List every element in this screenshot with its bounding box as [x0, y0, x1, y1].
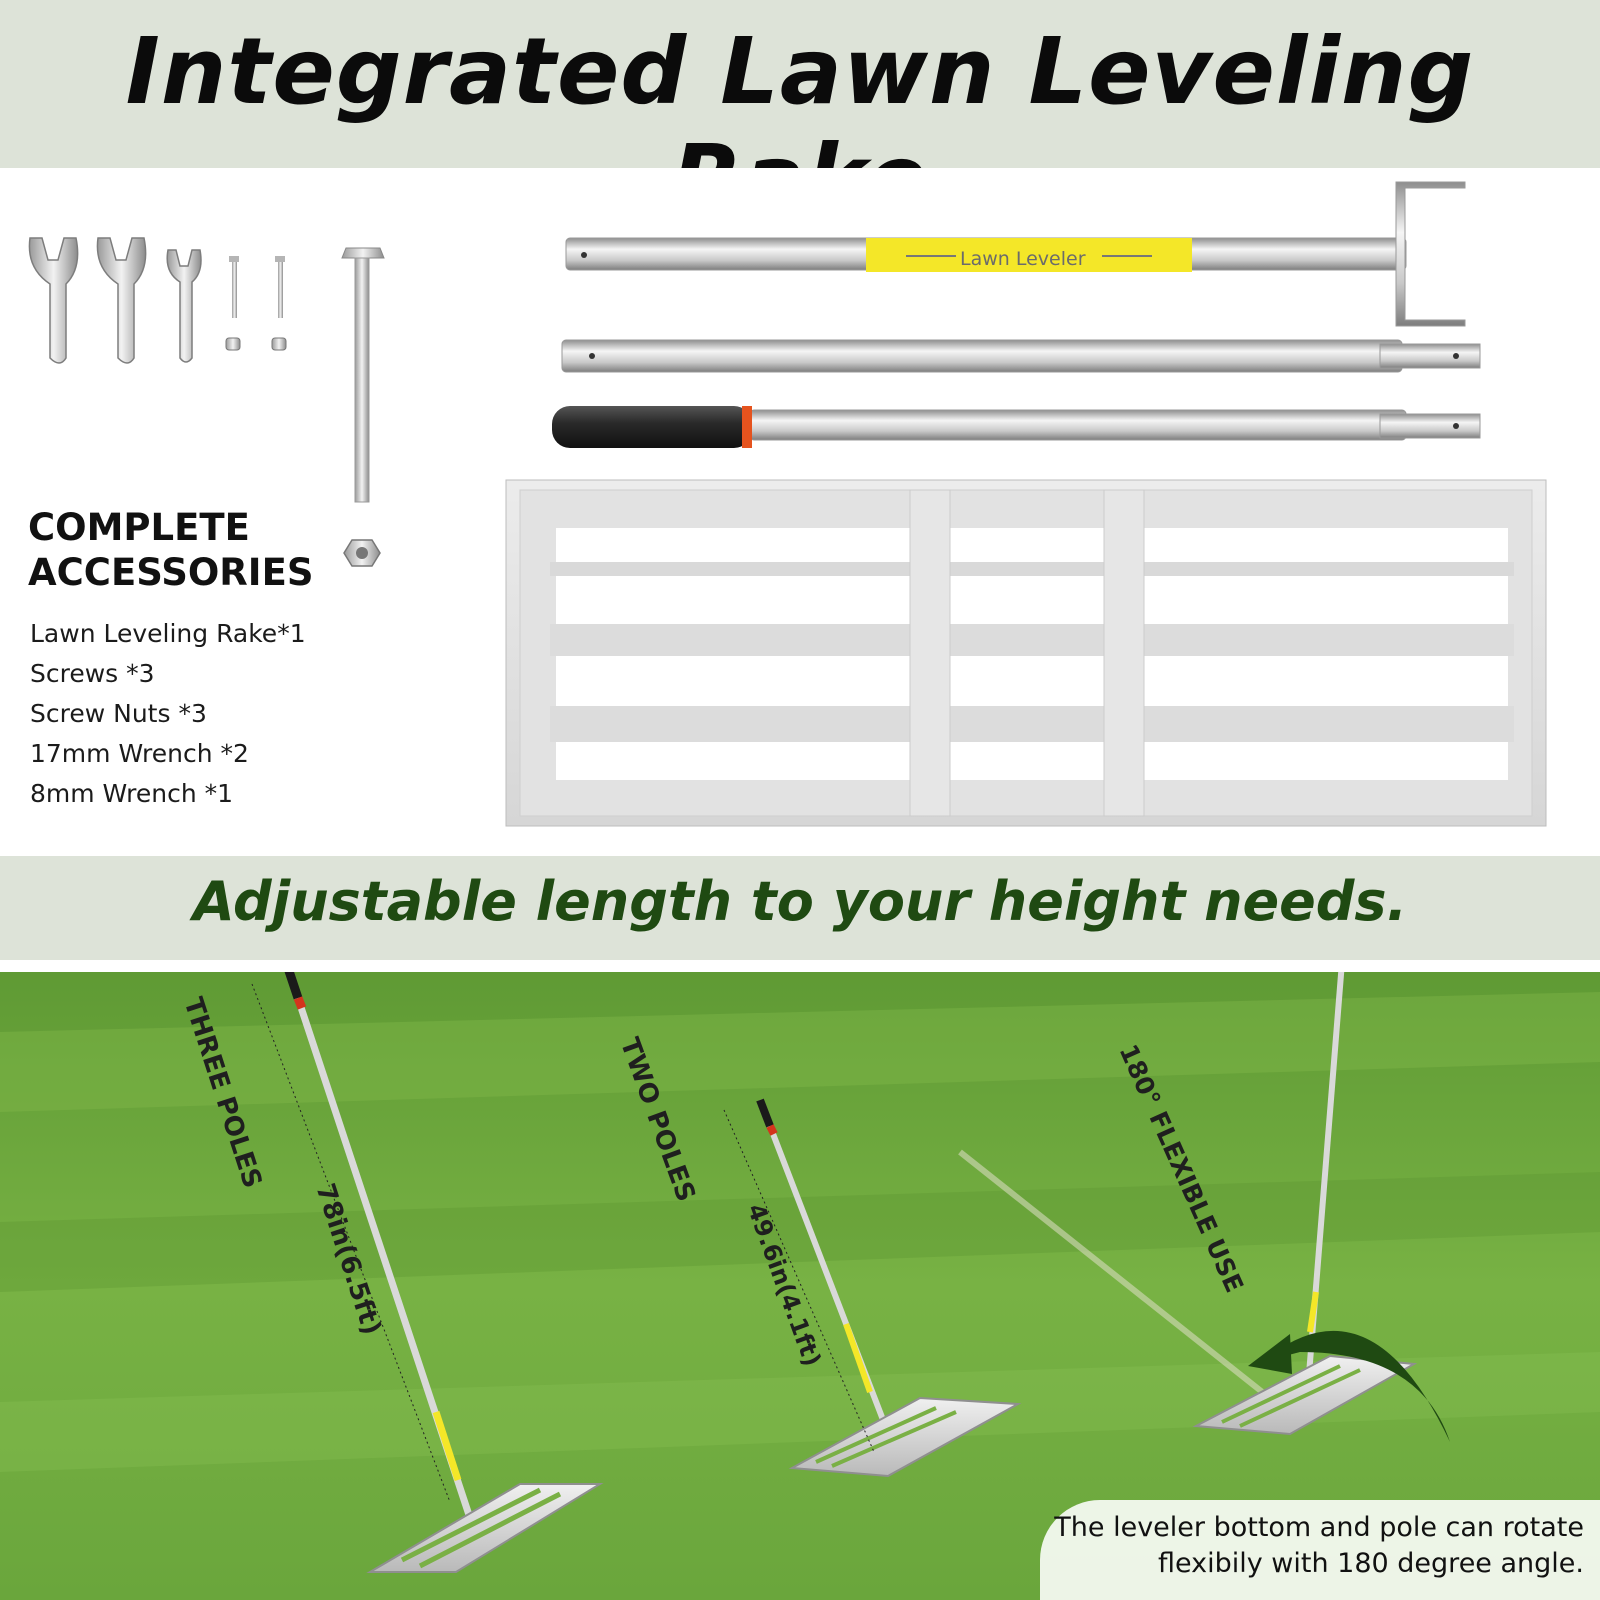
rotation-arrow-icon	[1248, 1330, 1450, 1442]
accessories-heading-line2: ACCESSORIES	[28, 551, 314, 594]
wrench-icon	[96, 237, 147, 364]
screw-icon	[271, 256, 287, 351]
bottom-pole-with-grip	[552, 406, 1481, 448]
rake-two-poles	[756, 1098, 1022, 1478]
accessory-item: 17mm Wrench *2	[30, 739, 249, 768]
middle-pole	[561, 339, 1481, 373]
rake-parts-illustration	[505, 181, 1547, 827]
length-banner	[0, 856, 1600, 960]
small-wrench-icon	[166, 249, 202, 363]
accessory-item: Screws *3	[30, 659, 155, 688]
rake-head	[505, 479, 1547, 827]
page-title: Integrated Lawn Leveling Rake	[125, 18, 1475, 232]
caption-box: The leveler bottom and pole can rotate f…	[1040, 1500, 1600, 1600]
accessories-heading: COMPLETE ACCESSORIES	[28, 505, 314, 595]
wrench-icon	[28, 237, 79, 364]
accessory-parts-illustration	[28, 237, 385, 567]
caption-line-1: The leveler bottom and pole can rotate	[1054, 1512, 1584, 1543]
screw-icon	[225, 256, 241, 351]
caption-text: The leveler bottom and pole can rotate f…	[1054, 1510, 1584, 1582]
accessory-item: Screw Nuts *3	[30, 699, 207, 728]
lawn-scene	[0, 972, 1600, 1600]
lawn-leveler-label	[866, 238, 1192, 272]
rake-three-poles	[284, 972, 604, 1573]
accessories-heading-line1: COMPLETE	[28, 506, 250, 549]
title-band	[0, 0, 1600, 168]
two-poles-measure-line	[723, 1109, 875, 1453]
lawn-leveler-label-text: Lawn Leveler	[960, 248, 1086, 270]
caption-line-2: flexibily with 180 degree angle.	[1157, 1548, 1584, 1579]
accessories-list: Lawn Leveling Rake*1 Screws *3 Screw Nut…	[30, 614, 306, 814]
length-banner-text: Adjustable length to your height needs.	[192, 870, 1408, 933]
accessory-item: Lawn Leveling Rake*1	[30, 619, 306, 648]
accessory-item: 8mm Wrench *1	[30, 779, 234, 808]
bolt-icon	[341, 247, 385, 567]
